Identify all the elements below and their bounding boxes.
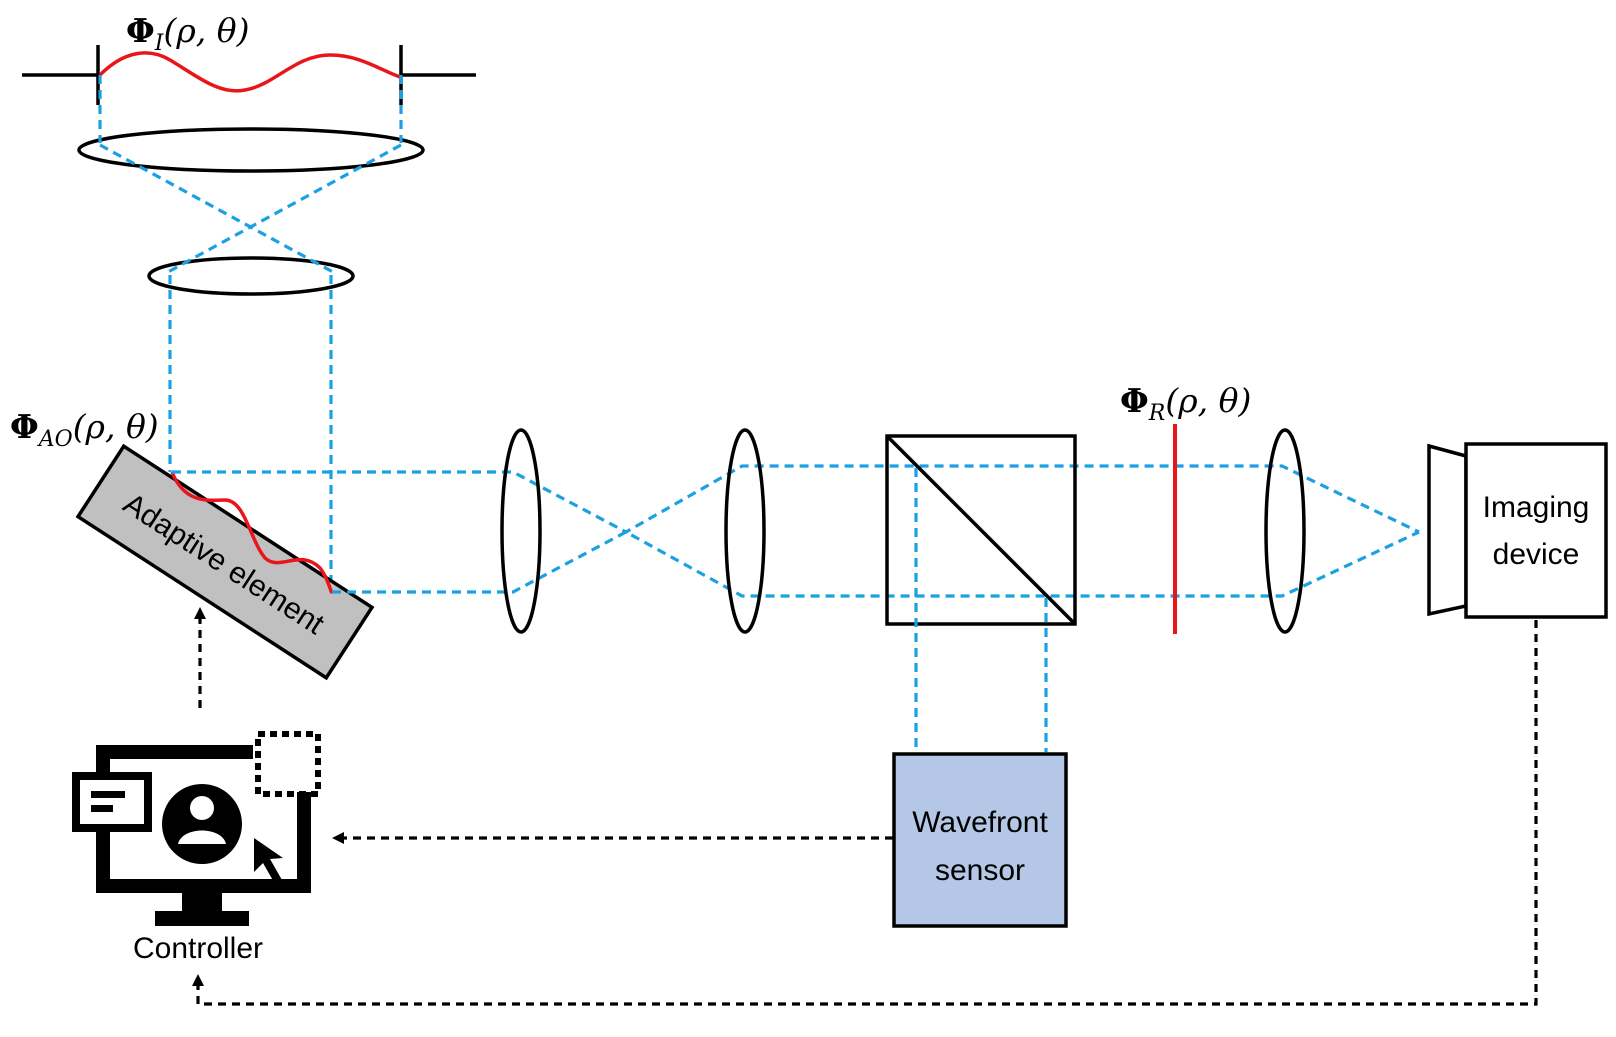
beam-splitter bbox=[885, 434, 1077, 626]
imaging-device-label-line1: Imaging bbox=[1483, 491, 1590, 524]
input-plane-group bbox=[22, 45, 476, 105]
relay-lens-upper bbox=[77, 127, 425, 173]
input-phase-curve bbox=[98, 51, 401, 93]
wavefront-sensor: Wavefront sensor bbox=[892, 752, 1068, 928]
phi-ao-label: ΦAO(ρ, θ) bbox=[10, 407, 159, 452]
imaging-device: Imaging device bbox=[1427, 442, 1608, 619]
phi-r-label: ΦR(ρ, θ) bbox=[1120, 381, 1251, 426]
imaging-device-label-line2: device bbox=[1493, 538, 1580, 571]
input-relay-beam bbox=[98, 75, 403, 590]
relay-lens-lower bbox=[147, 256, 355, 296]
lens-3 bbox=[1264, 428, 1306, 634]
lens-2 bbox=[724, 428, 766, 634]
controller-icon bbox=[72, 731, 321, 926]
adaptive-phase-curve bbox=[170, 471, 334, 594]
user-avatar-icon bbox=[162, 784, 242, 864]
mouse-pointer-icon bbox=[254, 838, 283, 884]
phi-i-label: ΦI(ρ, θ) bbox=[126, 11, 249, 56]
imaging-to-controller-arrow bbox=[192, 620, 1538, 1006]
wavefront-sensor-label-line2: sensor bbox=[935, 854, 1025, 887]
wavefront-sensor-label-line1: Wavefront bbox=[912, 806, 1048, 839]
wavefront-sensor-beam bbox=[914, 468, 1048, 752]
main-beam bbox=[172, 464, 1420, 598]
adaptive-element: Adaptive element bbox=[75, 443, 375, 681]
controller-label: Controller bbox=[133, 932, 263, 965]
lens-1 bbox=[500, 428, 542, 634]
